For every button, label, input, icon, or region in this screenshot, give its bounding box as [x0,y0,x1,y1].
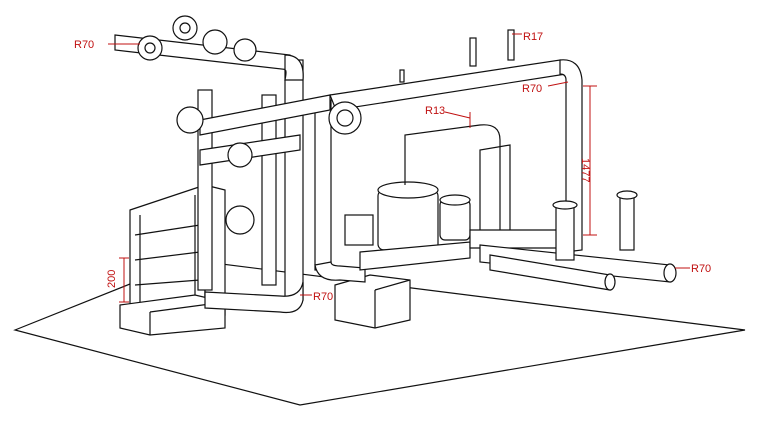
dim-label-200: 200 [106,270,118,288]
pump-assembly [344,181,471,271]
top-left-pipe-cluster [114,15,304,81]
lower-return-pipe [204,261,366,314]
control-tube-2 [479,144,511,245]
dim-r70-right-top: R70 [522,81,569,95]
dim-200: 200 [106,257,129,303]
dim-label-r17: R17 [523,31,543,43]
dim-r70-top-left: R70 [74,39,140,51]
dim-label-r70-bottom-mid: R70 [313,291,333,303]
dim-r13: R13 [425,105,471,128]
dim-r70-bottom-mid: R70 [300,291,333,303]
exchanger-base-block [119,294,226,336]
right-stub-pipes [552,190,638,261]
dim-label-r70-right-top: R70 [522,83,542,95]
dim-label-r13: R13 [425,105,445,117]
dim-label-r70-top-left: R70 [74,39,94,51]
dim-1477: 1477 [579,85,597,236]
dim-label-1477: 1477 [579,158,591,182]
header-valves [399,29,515,83]
mid-cross-pipes [176,94,362,235]
right-lower-pipes [469,229,677,291]
pump-base-block [334,274,411,329]
control-tube [404,124,501,240]
dim-r17: R17 [512,31,543,43]
dim-r70-bottom-right: R70 [675,263,711,275]
dim-label-r70-bottom-right: R70 [691,263,711,275]
